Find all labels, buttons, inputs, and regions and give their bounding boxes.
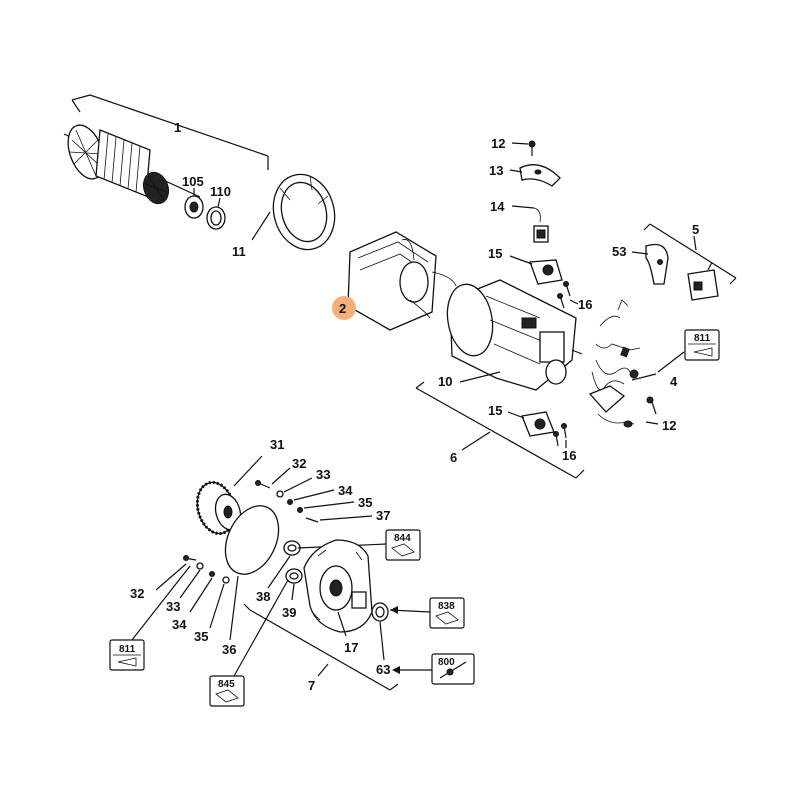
washer-34-left[interactable] [189,571,215,613]
label-37: 37 [376,508,390,523]
ref-box-800[interactable] [392,653,475,685]
label-16-bottom: 16 [562,448,576,463]
brush-holder-15-bottom[interactable] [507,411,555,437]
leader-7 [317,663,329,677]
label-63: 63 [376,662,390,677]
ref-800: 800 [438,657,455,668]
screws-16-top[interactable] [557,281,579,309]
ring-110[interactable] [206,197,226,230]
carbon-brush-14[interactable] [511,205,549,243]
seal-63[interactable] [371,602,389,661]
ref-box-811-top[interactable] [657,329,720,373]
label-36: 36 [222,642,236,657]
label-53: 53 [612,244,626,259]
cable-assembly-4[interactable] [588,299,657,425]
label-12-top: 12 [491,136,505,151]
trigger-53[interactable] [631,243,669,285]
field-coil-2[interactable] [347,231,457,331]
label-34-top: 34 [338,483,353,498]
label-32-left: 32 [130,586,144,601]
ref-844: 844 [394,533,411,544]
washer-34-top[interactable] [287,489,335,505]
label-2: 2 [339,301,346,316]
pin-37[interactable] [305,515,373,523]
bracket-6 [415,387,577,479]
label-105: 105 [182,174,204,189]
label-4: 4 [670,374,678,389]
label-39: 39 [282,605,296,620]
bracket-7 [249,609,391,691]
fan-baffle-11[interactable] [251,168,343,257]
screw-32-top[interactable] [255,467,291,489]
screw-32-left[interactable] [155,555,197,591]
label-31: 31 [270,437,284,452]
label-11: 11 [232,244,246,259]
brush-cap-13[interactable] [509,164,561,187]
washer-33-top[interactable] [276,477,313,498]
ref-811-top: 811 [694,333,711,344]
bearing-39[interactable] [285,568,303,601]
label-10: 10 [438,374,452,389]
label-32-top: 32 [292,456,306,471]
leader-5 [693,235,697,251]
label-5: 5 [692,222,699,237]
switch-unit[interactable] [687,261,719,301]
brush-holder-15-top[interactable] [509,255,563,285]
label-13: 13 [489,163,503,178]
motor-housing-10[interactable] [442,279,583,391]
screw-12-right[interactable] [623,396,659,428]
ref-box-845[interactable] [209,579,289,707]
bearing-105[interactable] [184,188,204,219]
bracket-7-right [389,683,399,691]
label-14: 14 [490,199,505,214]
bracket-7-left [243,603,251,611]
label-15-top: 15 [488,246,502,261]
label-15-bottom: 15 [488,403,502,418]
label-35-top: 35 [358,495,372,510]
bracket-5-left [643,223,651,231]
bearing-38[interactable] [267,540,301,589]
screws-16-bottom[interactable] [553,423,567,449]
label-6: 6 [450,450,457,465]
label-1: 1 [174,120,181,135]
gear-31[interactable] [192,455,263,538]
washer-33-left[interactable] [179,562,204,599]
leader-6 [461,431,491,451]
label-38: 38 [256,589,270,604]
pin-35-left[interactable] [209,576,230,629]
screw-12-top[interactable] [511,140,536,156]
pin-35-top[interactable] [297,501,355,513]
ref-box-811-left[interactable] [109,565,191,671]
label-35-left: 35 [194,629,208,644]
gear-housing-17[interactable] [303,539,373,637]
label-34-left: 34 [172,617,187,632]
ref-811-left: 811 [119,644,136,655]
armature[interactable] [61,94,269,207]
label-16-top: 16 [578,297,592,312]
bracket-6-left [415,381,425,389]
bracket-5 [649,223,737,279]
label-12-right: 12 [662,418,676,433]
gasket-36[interactable] [215,497,289,641]
ref-838: 838 [438,601,455,612]
label-17: 17 [344,640,358,655]
ref-845: 845 [218,679,235,690]
label-7: 7 [308,678,315,693]
label-110: 110 [210,184,231,199]
label-33-left: 33 [166,599,180,614]
callout-highlight-2 [332,296,356,320]
label-33-top: 33 [316,467,330,482]
ref-box-838[interactable] [389,597,465,629]
bracket-6-right [575,469,585,479]
bracket-5-right [729,277,737,285]
